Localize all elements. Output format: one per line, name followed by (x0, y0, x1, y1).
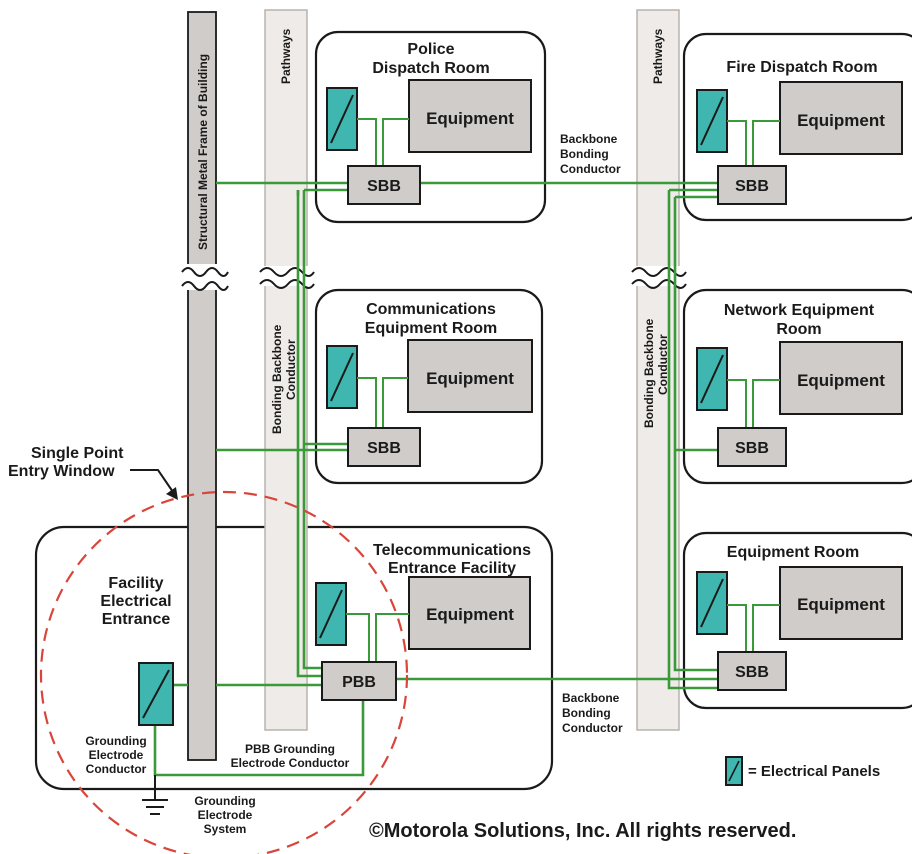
fire-sbb-label: SBB (735, 178, 769, 195)
network-sbb-label: SBB (735, 440, 769, 457)
police-internals (326, 79, 532, 205)
comms-title: Communications (366, 301, 496, 318)
single-point-entry-window (39, 490, 409, 854)
ground-symbol-icon (142, 775, 168, 815)
pathways-right-label: Pathways (651, 28, 665, 84)
network-title-2: Room (776, 321, 821, 338)
bonding-backbone-left-label: Bonding Backbone (270, 324, 284, 434)
equipment-room-internals (696, 566, 903, 691)
network-title: Network Equipment (724, 302, 875, 319)
police-title: Police (407, 41, 454, 58)
comms-equipment-label: Equipment (426, 369, 514, 388)
break-marks (180, 264, 687, 291)
structural-frame-bar (187, 11, 217, 761)
grounding-system-label-2: Electrode (198, 808, 253, 822)
grounding-conductor-label-1: Grounding (85, 734, 146, 748)
grounding-conductor-label-3: Conductor (86, 762, 147, 776)
structural-frame-label: Structural Metal Frame of Building (196, 54, 210, 250)
backbone-bottom-label-3: Conductor (562, 721, 623, 735)
comms-internals (326, 339, 533, 467)
single-point-label-2: Entry Window (8, 463, 115, 480)
equipment-room-sbb-label: SBB (735, 664, 769, 681)
backbone-top-label-1: Backbone (560, 132, 618, 146)
pathways-left-label: Pathways (279, 28, 293, 84)
bonding-wires (153, 181, 718, 777)
backbone-top-label-3: Conductor (560, 162, 621, 176)
pbb-grounding-label-1: PBB Grounding (245, 742, 335, 756)
bonding-backbone-right-label-2: Conductor (656, 334, 670, 395)
backbone-bottom-label-2: Bonding (562, 706, 611, 720)
comms-sbb-label: SBB (367, 440, 401, 457)
facility-label-3: Entrance (102, 611, 171, 628)
single-point-label-1: Single Point (31, 445, 124, 462)
backbone-top-label-2: Bonding (560, 147, 609, 161)
fire-equipment-label: Equipment (797, 111, 885, 130)
bonding-backbone-right-label: Bonding Backbone (642, 318, 656, 428)
police-title-2: Dispatch Room (372, 60, 489, 77)
backbone-bottom-label-1: Backbone (562, 691, 620, 705)
facility-label-2: Electrical (100, 593, 171, 610)
equipment-room-title: Equipment Room (727, 544, 859, 561)
grounding-system-label-1: Grounding (194, 794, 255, 808)
bonding-backbone-left-label-2: Conductor (284, 339, 298, 400)
police-sbb-label: SBB (367, 178, 401, 195)
equipment-room-equipment-label: Equipment (797, 595, 885, 614)
telecom-title: Telecommunications (373, 542, 531, 559)
pathway-bar-left (264, 9, 308, 731)
grounding-system-label-3: System (204, 822, 247, 836)
legend-label: = Electrical Panels (748, 763, 880, 780)
copyright-text: ©Motorola Solutions, Inc. All rights res… (369, 820, 796, 842)
network-equipment-label: Equipment (797, 371, 885, 390)
telecom-equipment-label: Equipment (426, 605, 514, 624)
comms-title-2: Equipment Room (365, 320, 497, 337)
facility-label-1: Facility (108, 575, 163, 592)
grounding-conductor-label-2: Electrode (89, 748, 144, 762)
pathway-bar-right (636, 9, 680, 731)
arrow-icon (130, 469, 174, 493)
police-equipment-label: Equipment (426, 109, 514, 128)
pbb-grounding-label-2: Electrode Conductor (231, 756, 350, 770)
telecom-internals (315, 576, 531, 701)
fire-internals (696, 81, 903, 205)
telecom-title-2: Entrance Facility (388, 560, 516, 577)
network-internals (696, 341, 903, 467)
fire-title: Fire Dispatch Room (726, 59, 877, 76)
pbb-label: PBB (342, 674, 376, 691)
